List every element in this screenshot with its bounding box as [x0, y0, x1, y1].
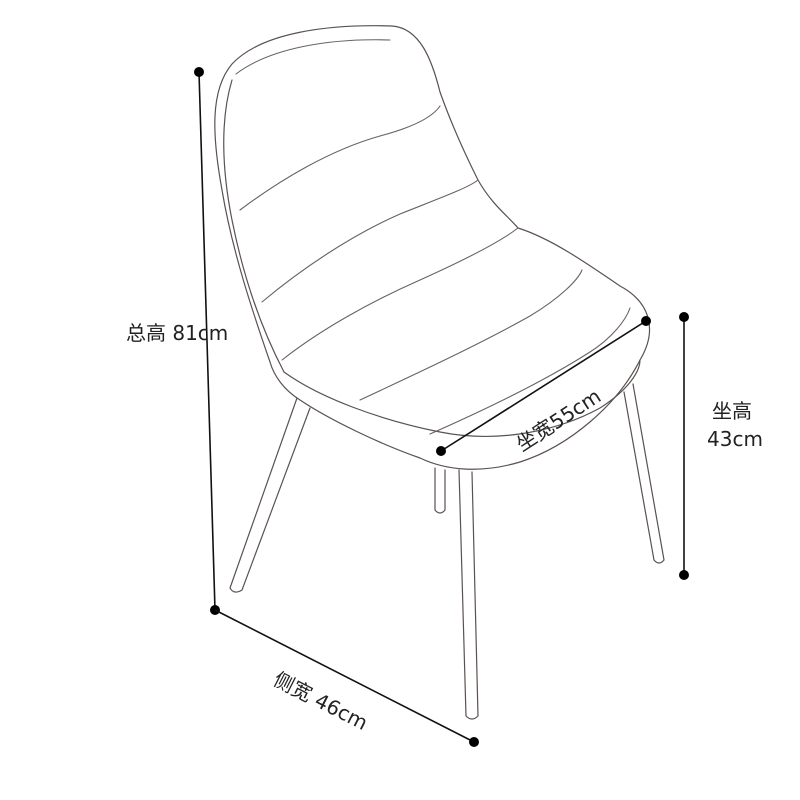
chair-drawing: [214, 25, 665, 720]
chair-seat-rim: [283, 359, 641, 437]
total-height-dot-top: [194, 67, 204, 77]
total-height-label: 总高 81cm: [126, 321, 228, 345]
seat-height-value: 43cm: [707, 427, 763, 451]
side-width-label: 侧宽 46cm: [270, 667, 372, 735]
total-height-line: [198, 71, 216, 611]
chair-back-inner-edge: [223, 79, 285, 373]
seat-height-dot-top: [679, 312, 689, 322]
seat-height-label: 坐高: [712, 399, 752, 423]
chair-shell-outline: [214, 25, 650, 470]
chair-leg-front-left: [229, 397, 311, 593]
chair-seam-3: [281, 227, 519, 361]
chair-leg-rear-right: [623, 383, 665, 564]
seat-width-dot-left: [436, 446, 446, 456]
seat-width-label: 坐宽55cm: [512, 384, 606, 456]
chair-leg-front-right: [458, 469, 479, 720]
chair-seam-4: [359, 269, 583, 401]
side-width-dot-end: [469, 737, 479, 747]
chair-back-top-curve: [235, 39, 391, 75]
dimension-labels: 总高 81cm 坐宽55cm 坐高 43cm 侧宽 46cm: [126, 321, 763, 735]
dimension-markers: [194, 67, 689, 747]
chair-seam-2: [261, 179, 479, 303]
seat-width-dot-right: [641, 316, 651, 326]
chair-leg-rear-left: [434, 467, 446, 514]
chair-seam-5: [429, 307, 631, 435]
side-width-line: [214, 609, 475, 743]
seat-height-dot-bottom: [679, 570, 689, 580]
chair-seam-1: [239, 105, 441, 211]
seat-width-line: [440, 320, 647, 452]
